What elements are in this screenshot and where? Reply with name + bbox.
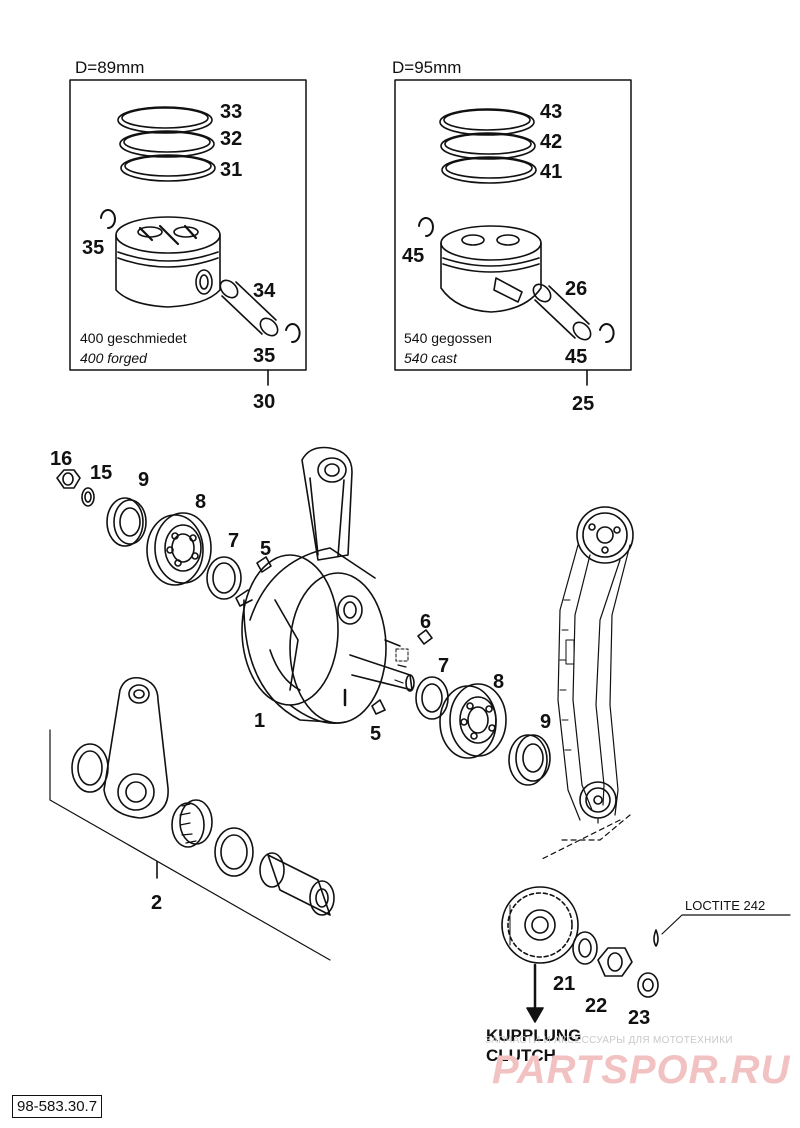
piston-left <box>115 216 221 308</box>
timing-chain <box>539 506 634 861</box>
label-23: 23 <box>628 1007 651 1029</box>
oil-seal-9-right <box>508 734 551 786</box>
piston-pin-right <box>532 283 592 341</box>
right-box-header: D=95mm <box>392 58 462 77</box>
label-8-left: 8 <box>195 491 207 513</box>
label-35-b: 35 <box>253 345 276 367</box>
label-45-a: 45 <box>402 245 425 267</box>
shim-7-right <box>415 676 449 720</box>
loctite-note: LOCTITE 242 <box>685 898 766 913</box>
circlip-left-top <box>100 209 116 229</box>
label-2: 2 <box>151 892 163 914</box>
piston-rings-left <box>117 106 216 182</box>
clutch-label-de: KUPPLUNG <box>486 1026 582 1045</box>
label-43: 43 <box>540 101 563 123</box>
left-caption-de: 400 geschmiedet <box>80 330 187 346</box>
clutch-label-en: CLUTCH <box>486 1046 556 1065</box>
label-25: 25 <box>572 393 595 415</box>
label-5-upper: 5 <box>260 538 272 560</box>
label-21: 21 <box>553 973 576 995</box>
woodruff-key-6 <box>417 629 433 645</box>
nut-16 <box>56 469 81 489</box>
left-box-header: D=89mm <box>75 58 145 77</box>
label-16: 16 <box>50 448 73 470</box>
label-5-lower: 5 <box>370 723 382 745</box>
label-8-right: 8 <box>493 671 505 693</box>
crankshaft-1 <box>235 547 415 724</box>
piston-rings-right <box>439 108 537 184</box>
connecting-rod <box>301 446 353 561</box>
conrod-kit-2 <box>49 676 335 961</box>
label-31: 31 <box>220 159 243 181</box>
label-30: 30 <box>253 391 276 413</box>
watermark-brand: PARTSPOR.RU <box>492 1048 791 1092</box>
label-9-left: 9 <box>138 469 150 491</box>
label-45-b: 45 <box>565 346 588 368</box>
label-15: 15 <box>90 462 113 484</box>
label-26: 26 <box>565 278 588 300</box>
label-32: 32 <box>220 128 243 150</box>
woodruff-key-5-lower <box>371 699 386 715</box>
right-piston-box <box>394 79 632 386</box>
label-42: 42 <box>540 131 563 153</box>
bearing-8-right <box>439 683 507 759</box>
circlip-right-bottom <box>599 323 615 344</box>
label-6: 6 <box>420 611 432 633</box>
oil-seal-9-left <box>106 497 147 547</box>
watermark-tagline: ЗАПЧАСТИ И АКСЕССУАРЫ ДЛЯ МОТОТЕХНИКИ <box>485 1035 733 1046</box>
washer-15 <box>81 487 95 507</box>
label-1: 1 <box>254 710 266 732</box>
label-41: 41 <box>540 161 563 183</box>
label-7-left: 7 <box>228 530 240 552</box>
circlip-right-top <box>418 217 434 237</box>
piston-pin-left <box>219 279 279 337</box>
shim-7-left <box>206 556 242 600</box>
bearing-8-left <box>146 512 212 586</box>
label-35-a: 35 <box>82 237 105 259</box>
left-caption-en: 400 forged <box>80 350 147 366</box>
label-9-right: 9 <box>540 711 552 733</box>
label-34: 34 <box>253 280 276 302</box>
woodruff-key-5-upper <box>256 556 272 573</box>
piston-right <box>440 225 542 313</box>
circlip-left-bottom <box>285 323 301 344</box>
primary-gear-group <box>501 886 791 1023</box>
document-number: 98-583.30.7 <box>12 1095 103 1118</box>
right-caption-de: 540 gegossen <box>404 330 492 346</box>
label-7-right: 7 <box>438 655 450 677</box>
label-33: 33 <box>220 101 243 123</box>
label-22: 22 <box>585 995 608 1017</box>
left-piston-box <box>69 79 307 386</box>
right-caption-en: 540 cast <box>404 350 457 366</box>
